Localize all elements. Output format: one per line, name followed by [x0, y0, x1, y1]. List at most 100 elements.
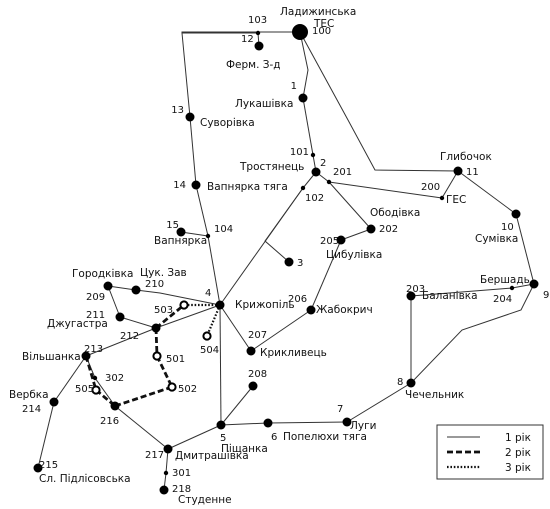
node-104 [205, 233, 211, 239]
node-101 [310, 152, 316, 158]
node-name: Суворівка [200, 117, 255, 129]
node-name: Ладижинська [280, 6, 356, 18]
node-name: Вапнярка тяга [207, 181, 288, 193]
node-number: 104 [214, 224, 233, 235]
line-11-200 [441, 170, 459, 199]
node-name: Вербка [9, 389, 49, 401]
node-5 [216, 420, 226, 430]
line-103-13 [181, 32, 258, 118]
node-206 [306, 305, 316, 315]
node-number: 103 [248, 15, 267, 26]
node-number: 100 [312, 26, 331, 37]
node-name: Дмитрашівка [175, 450, 249, 462]
line-100-1 [299, 31, 309, 99]
line-212-501 [154, 327, 159, 357]
node-204 [509, 285, 515, 291]
line-104-4 [207, 235, 221, 306]
node-7 [342, 417, 352, 427]
node-name: Вільшанка [22, 351, 81, 363]
line-206-207 [250, 309, 312, 352]
node-number: 200 [421, 182, 440, 193]
node-name: ТЕС [313, 18, 334, 30]
node-name: Ферм. З-д [226, 59, 281, 71]
node-name: Луги [350, 420, 376, 432]
line-5-217 [167, 424, 222, 450]
node-name: Вапнярка [154, 235, 207, 247]
node-13 [185, 112, 195, 122]
node-number: 505 [75, 384, 94, 395]
node-number: 504 [200, 345, 219, 356]
node-210 [131, 285, 141, 295]
line-502-216 [114, 385, 173, 408]
line-205-206 [310, 239, 342, 311]
node-name: Жабокрич [316, 304, 373, 316]
node-number: 214 [22, 404, 41, 415]
node-302 [92, 375, 98, 381]
node-number: 1 [291, 81, 297, 92]
line-212-211 [119, 316, 157, 329]
legend-label: 1 рік [505, 432, 531, 444]
node-number: 201 [333, 167, 352, 178]
line-211-209 [107, 285, 121, 318]
node-number: 14 [173, 180, 186, 191]
line-100-11 [299, 31, 459, 172]
node-503 [179, 300, 189, 310]
node-name: Джугастра [47, 318, 108, 330]
line-5-208 [220, 385, 254, 426]
line-213-505 [84, 355, 98, 391]
node-name: Глибочок [440, 151, 492, 163]
line-216-217 [114, 405, 169, 450]
line-4-210 [135, 289, 221, 306]
node-number: 6 [271, 432, 277, 443]
node-10 [511, 209, 521, 219]
node-3 [284, 257, 294, 267]
node-208 [248, 381, 258, 391]
node-number: 5 [220, 433, 226, 444]
line-201-200 [328, 181, 443, 199]
node-name: Цибулівка [326, 249, 382, 261]
node-name: Ободівка [370, 207, 420, 219]
node-number: 13 [171, 105, 184, 116]
node-number: 11 [466, 167, 479, 178]
line-302-216 [94, 377, 116, 407]
node-number: 211 [86, 310, 105, 321]
line-13-14 [189, 116, 197, 186]
node-name: Чечельник [405, 389, 464, 401]
node-number: 212 [120, 331, 139, 342]
node-213 [81, 351, 91, 361]
node-number: 15 [166, 220, 179, 231]
node-201 [326, 179, 332, 185]
node-number: 301 [172, 468, 191, 479]
legend-label: 2 рік [505, 447, 531, 459]
node-number: 218 [172, 484, 191, 495]
node-217 [163, 444, 173, 454]
node-number: 8 [397, 377, 403, 388]
node-501 [152, 351, 162, 361]
node-215 [33, 463, 43, 473]
line-11-10 [457, 170, 517, 215]
legend-box [436, 424, 544, 480]
node-name: Піщанка [221, 443, 268, 455]
node-name: ГЕС [446, 194, 466, 206]
node-name: Баланівка [422, 290, 478, 302]
line-4-212 [155, 304, 221, 329]
node-12 [254, 41, 264, 51]
line-7-6 [267, 421, 348, 424]
node-number: 4 [205, 288, 211, 299]
node-number: 216 [100, 416, 119, 427]
node-212 [151, 323, 161, 333]
node-14 [191, 180, 201, 190]
node-102 [300, 185, 306, 191]
line-210-209 [107, 285, 137, 291]
line-8-7 [346, 382, 412, 423]
line-14-104 [195, 184, 209, 237]
line-4-207 [219, 304, 252, 352]
line-102-3 [264, 187, 304, 263]
node-209 [103, 281, 113, 291]
legend-label: 3 рік [505, 462, 531, 474]
node-504 [202, 331, 212, 341]
node-505 [91, 385, 101, 395]
node-name: Лукашівка [235, 98, 293, 110]
line-6-5 [220, 422, 269, 426]
